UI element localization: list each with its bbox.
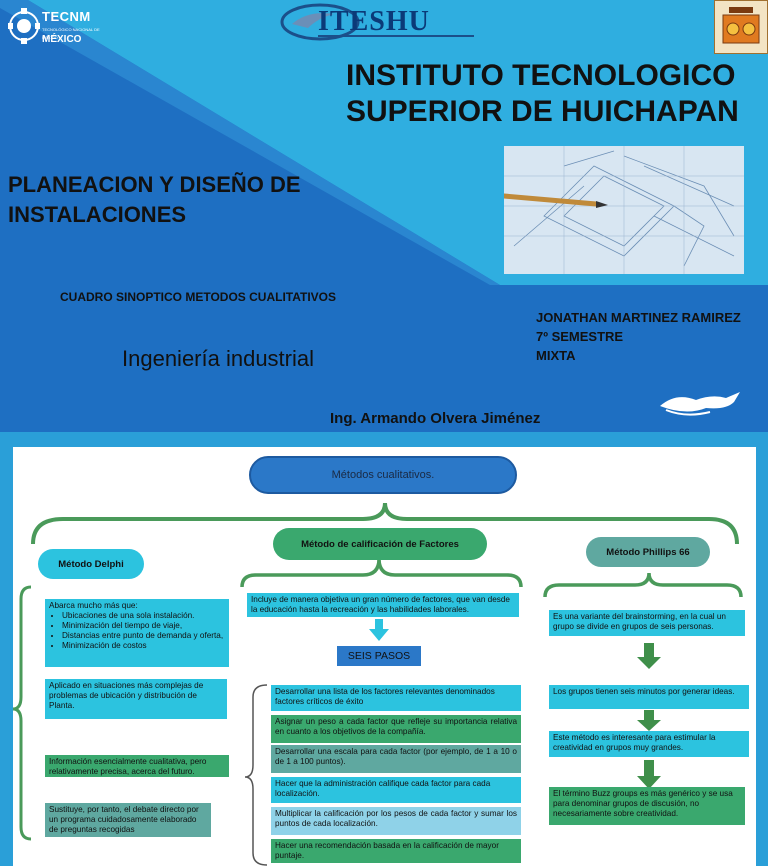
step-1: Desarrollar una lista de los factores re… <box>271 685 521 711</box>
synoptic-diagram: Métodos cualitativos. Método Delphi Méto… <box>13 447 756 866</box>
career-name: Ingeniería industrial <box>122 346 315 371</box>
root-node: Métodos cualitativos. <box>249 456 517 494</box>
blueprint-image <box>504 146 744 274</box>
step-3: Desarrollar una escala para cada factor … <box>271 745 521 773</box>
phillips-box-variant: Es una variante del brainstorming, en la… <box>549 610 745 636</box>
delphi-title: Método Delphi <box>38 549 144 579</box>
factores-title: Método de calificación de Factores <box>273 528 487 560</box>
tecnm-country: MÉXICO <box>42 34 82 45</box>
step-5: Multiplicar la calificación por los peso… <box>271 807 521 835</box>
tecnm-logo: TECNM TECNOLÓGICO NACIONAL DE MÉXICO MÉX… <box>8 6 104 48</box>
iteshu-logo: ITESHU <box>278 2 478 42</box>
list-item: Minimización de costos <box>62 641 225 651</box>
phillips-box-buzz: El término Buzz groups es más genérico y… <box>549 787 745 825</box>
tecnm-sub: TECNOLÓGICO NACIONAL DE MÉXICO <box>42 27 100 40</box>
iteshu-wordmark: ITESHU <box>318 6 430 37</box>
delphi-box-application: Aplicado en situaciones más complejas de… <box>45 679 227 719</box>
institute-title: INSTITUTO TECNOLOGICO SUPERIOR DE HUICHA… <box>346 59 739 128</box>
diagram-connectors <box>13 502 743 866</box>
blueprint-drawing <box>504 146 744 274</box>
document-type: CUADRO SINOPTICO METODOS CUALITATIVOS <box>60 290 337 304</box>
step-2: Asignar un peso a cada factor que reflej… <box>271 715 521 743</box>
student-modality: MIXTA <box>536 348 576 363</box>
step-4: Hacer que la administración califique ca… <box>271 777 521 803</box>
cover-slide: TECNM TECNOLÓGICO NACIONAL DE MÉXICO MÉX… <box>0 0 768 432</box>
student-semester: 7º SEMESTRE <box>536 329 624 344</box>
list-item: Minimización del tiempo de viaje, <box>62 621 225 631</box>
list-item: Ubicaciones de una sola instalación. <box>62 611 225 621</box>
student-name: JONATHAN MARTINEZ RAMIREZ <box>536 310 741 325</box>
steps-title: SEIS PASOS <box>337 646 421 666</box>
student-info: JONATHAN MARTINEZ RAMIREZ 7º SEMESTRE MI… <box>536 308 741 365</box>
step-6: Hacer una recomendación basada en la cal… <box>271 839 521 863</box>
factores-intro-box: Incluye de manera objetiva un gran númer… <box>247 593 519 617</box>
delphi-box-substitution: Sustituye, por tanto, el debate directo … <box>45 803 211 837</box>
iteshu-emblem-icon <box>280 3 474 41</box>
fox-mascot-icon <box>660 392 740 416</box>
list-item: Distancias entre punto de demanda y ofer… <box>62 631 225 641</box>
delphi-box-scope: Abarca mucho más que: Ubicaciones de una… <box>45 599 229 667</box>
tecnm-emblem-icon <box>8 8 40 44</box>
machine-gear-icon <box>722 7 760 44</box>
phillips-title: Método Phillips 66 <box>586 537 710 567</box>
engineering-logo <box>714 0 768 54</box>
arrow-down-icon <box>369 619 389 641</box>
subject-title: PLANEACION Y DISEÑO DE INSTALACIONES <box>8 172 301 227</box>
phillips-box-creativity: Este método es interesante para estimula… <box>549 731 749 757</box>
delphi-box-information: Información esencialmente cualitativa, p… <box>45 755 229 777</box>
phillips-box-time: Los grupos tienen seis minutos por gener… <box>549 685 749 709</box>
tecnm-name: TECNM <box>42 9 91 24</box>
teacher-name: Ing. Armando Olvera Jiménez <box>330 410 541 427</box>
delphi-scope-list: Ubicaciones de una sola instalación. Min… <box>49 611 225 651</box>
